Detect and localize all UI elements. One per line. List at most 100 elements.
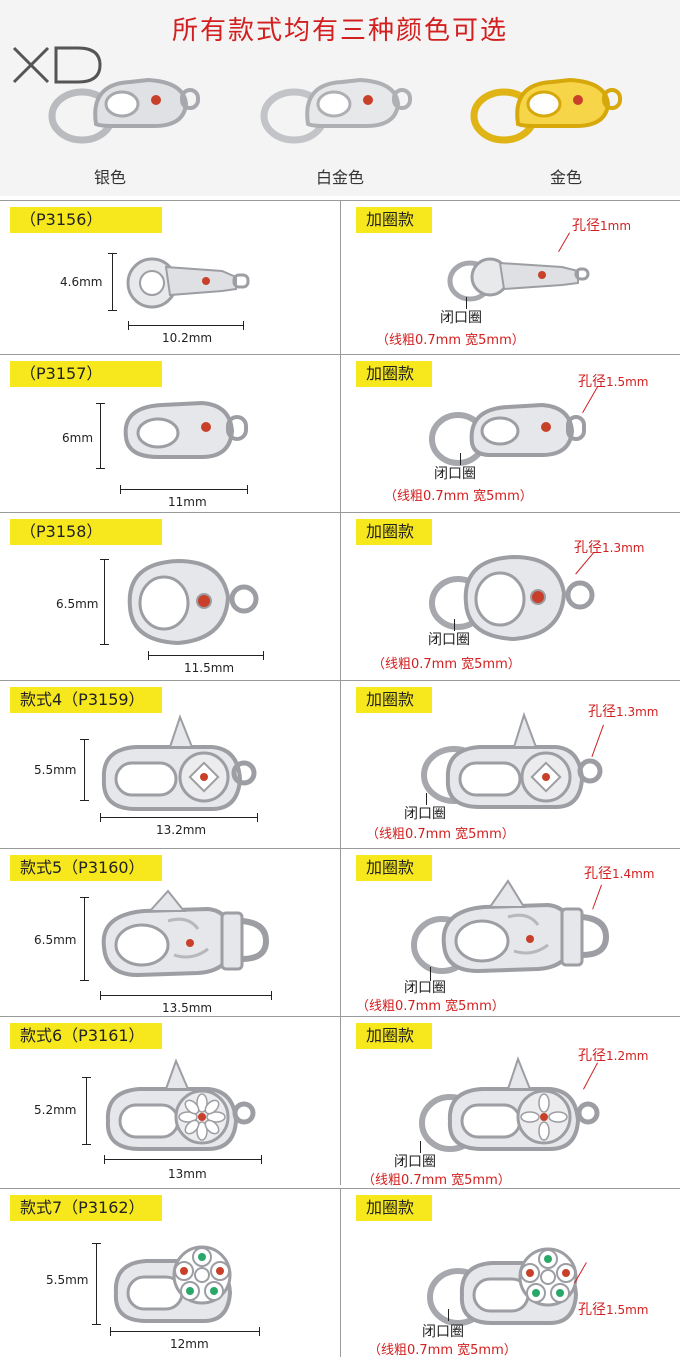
product-section: 款式7（P3162） 加圈款 5.5mm 12mm	[0, 1188, 680, 1360]
length-dimension: 12mm	[170, 1337, 209, 1351]
product-section: （P3158） 加圈款 6.5mm 11.5mm 孔径1.3mm 闭口圈 （线粗…	[0, 512, 680, 681]
model-tag: 款式6（P3161）	[10, 1023, 162, 1049]
white-gold-clasp-image	[260, 77, 412, 144]
closed-ring-label: 闭口圈	[434, 466, 476, 482]
silver-clasp-image	[48, 77, 200, 144]
product-section: 款式5（P3160） 加圈款 6.5mm 13.5mm 孔径1.4mm	[0, 848, 680, 1017]
height-dimension: 6mm	[62, 431, 94, 445]
section-divider	[340, 355, 341, 523]
section-divider	[340, 849, 341, 1017]
length-dimension: 13.5mm	[162, 1001, 213, 1015]
length-dimension-line	[100, 991, 272, 1000]
ring-spec-label: （线粗0.7mm 宽5mm）	[372, 657, 521, 672]
hole-size-label: 孔径1.3mm	[588, 704, 659, 720]
ring-pointer	[454, 619, 455, 631]
silver-label: 银色	[93, 168, 126, 187]
ring-pointer	[460, 453, 461, 465]
length-dimension: 13mm	[168, 1167, 207, 1181]
model-tag: （P3157）	[10, 361, 162, 387]
ring-spec-label: （线粗0.7mm 宽5mm）	[362, 1173, 511, 1188]
ring-spec-label: （线粗0.7mm 宽5mm）	[356, 999, 505, 1014]
hole-size-label: 孔径1.4mm	[584, 866, 655, 882]
product-section: （P3157） 加圈款 6mm 11mm 孔径1.5mm 闭口圈 （线粗0.7m…	[0, 354, 680, 523]
length-dimension-line	[100, 813, 258, 822]
height-dimension: 5.2mm	[34, 1103, 77, 1117]
closed-ring-label: 闭口圈	[422, 1324, 464, 1340]
closed-ring-label: 闭口圈	[394, 1154, 436, 1170]
clasp-image	[127, 558, 259, 646]
white-gold-label: 白金色	[315, 168, 364, 187]
clasp-image	[105, 1058, 256, 1151]
height-dimension: 5.5mm	[46, 1273, 89, 1287]
length-dimension: 10.2mm	[162, 331, 213, 345]
height-dimension: 6.5mm	[34, 933, 77, 947]
ring-pointer	[466, 297, 467, 309]
section-divider	[340, 1017, 341, 1185]
height-dimension-line	[82, 1077, 91, 1145]
product-section: （P3156） 加圈款 4.6mm 10.2mm 孔径1mm 闭口圈 （线粗0.…	[0, 200, 680, 369]
hole-size-label: 孔径1.5mm	[578, 1302, 649, 1318]
clasp-with-ring-image	[429, 402, 586, 466]
clasp-image	[123, 400, 248, 459]
height-dimension-line	[92, 1243, 101, 1325]
clasp-with-ring-image	[419, 1056, 600, 1152]
ring-pointer	[430, 967, 431, 981]
clasp-with-ring-image	[411, 879, 610, 974]
section-divider	[340, 201, 341, 369]
ring-spec-label: （线粗0.7mm 宽5mm）	[376, 333, 525, 348]
closed-ring-label: 闭口圈	[404, 980, 446, 996]
ring-variant-tag: 加圈款	[356, 207, 432, 233]
length-dimension-line	[110, 1327, 260, 1336]
ring-variant-tag: 加圈款	[356, 1023, 432, 1049]
clasp-image	[101, 889, 270, 978]
ring-variant-tag: 加圈款	[356, 519, 432, 545]
height-dimension-line	[100, 559, 109, 645]
ring-pointer	[448, 1309, 449, 1321]
color-options-header: 所有款式均有三种颜色可选 银色 白金色 金色	[0, 0, 680, 196]
model-tag: 款式5（P3160）	[10, 855, 162, 881]
brand-logo	[12, 46, 102, 84]
length-dimension-line	[128, 321, 244, 330]
length-dimension: 11.5mm	[184, 661, 235, 675]
closed-ring-label: 闭口圈	[440, 310, 482, 326]
clasp-with-ring-image	[427, 1247, 579, 1326]
closed-ring-label: 闭口圈	[428, 632, 470, 648]
height-dimension-line	[80, 897, 89, 981]
length-dimension: 11mm	[168, 495, 207, 509]
clasp-with-ring-image	[429, 554, 595, 642]
height-dimension: 5.5mm	[34, 763, 77, 777]
clasp-image	[113, 1245, 233, 1323]
ring-variant-tag: 加圈款	[356, 361, 432, 387]
height-dimension-line	[108, 253, 117, 311]
clasp-with-ring-image	[421, 711, 603, 809]
hole-size-label: 孔径1.2mm	[578, 1048, 649, 1064]
ring-spec-label: （线粗0.7mm 宽5mm）	[368, 1343, 517, 1358]
ring-variant-tag: 加圈款	[356, 1195, 432, 1221]
length-dimension-line	[148, 651, 264, 660]
clasp-with-ring-image	[447, 257, 590, 302]
height-dimension: 6.5mm	[56, 597, 99, 611]
section-divider	[340, 681, 341, 849]
ring-spec-label: （线粗0.7mm 宽5mm）	[366, 827, 515, 842]
height-dimension-line	[96, 403, 105, 469]
ring-spec-label: （线粗0.7mm 宽5mm）	[384, 489, 533, 504]
length-dimension-line	[104, 1155, 262, 1164]
page-title: 所有款式均有三种颜色可选	[171, 16, 508, 46]
hole-size-label: 孔径1.3mm	[574, 540, 645, 556]
ring-variant-tag: 加圈款	[356, 855, 432, 881]
closed-ring-label: 闭口圈	[404, 806, 446, 822]
height-dimension: 4.6mm	[60, 275, 103, 289]
product-section: 款式6（P3161） 加圈款 5.2mm 13mm	[0, 1016, 680, 1188]
clasp-image	[101, 714, 257, 811]
model-tag: （P3158）	[10, 519, 162, 545]
hole-size-label: 孔径1mm	[572, 218, 632, 234]
section-divider	[340, 1189, 341, 1357]
ring-pointer	[420, 1141, 421, 1153]
ring-pointer	[426, 793, 427, 805]
product-section: 款式4（P3159） 加圈款 5.5mm 13.2mm 孔径1.3mm	[0, 680, 680, 849]
model-tag: 款式7（P3162）	[10, 1195, 162, 1221]
gold-label: 金色	[549, 168, 582, 187]
model-tag: 款式4（P3159）	[10, 687, 162, 713]
hole-size-label: 孔径1.5mm	[578, 374, 649, 390]
